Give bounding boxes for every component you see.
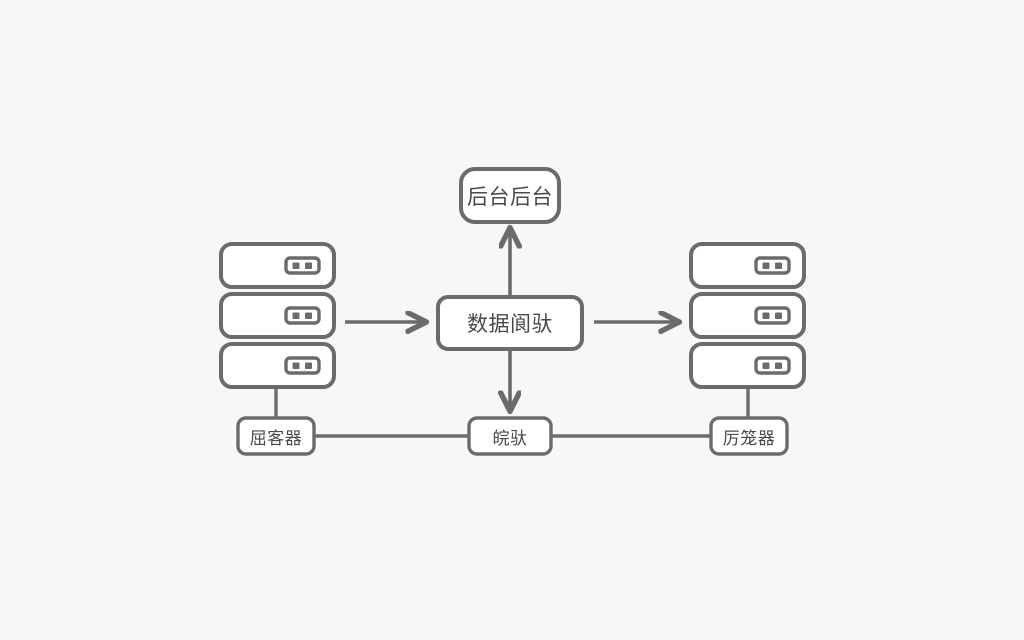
node-bottom-right-box[interactable]: [709, 416, 789, 456]
server-led-indicator: [284, 256, 321, 275]
server-led-indicator: [754, 306, 791, 325]
server-unit: [219, 242, 336, 289]
server-unit: [689, 342, 806, 389]
server-led-indicator: [754, 256, 791, 275]
server-unit: [219, 342, 336, 389]
node-center-box[interactable]: [436, 295, 584, 351]
server-led-indicator: [284, 306, 321, 325]
server-unit: [689, 292, 806, 339]
left-server-stack[interactable]: [219, 242, 336, 389]
node-bottom-mid-box[interactable]: [467, 416, 553, 456]
server-led-indicator: [284, 356, 321, 375]
server-unit: [219, 292, 336, 339]
server-unit: [689, 242, 806, 289]
server-led-indicator: [754, 356, 791, 375]
node-backstage-box[interactable]: [459, 167, 561, 224]
right-server-stack[interactable]: [689, 242, 806, 389]
node-bottom-left-box[interactable]: [236, 416, 316, 456]
